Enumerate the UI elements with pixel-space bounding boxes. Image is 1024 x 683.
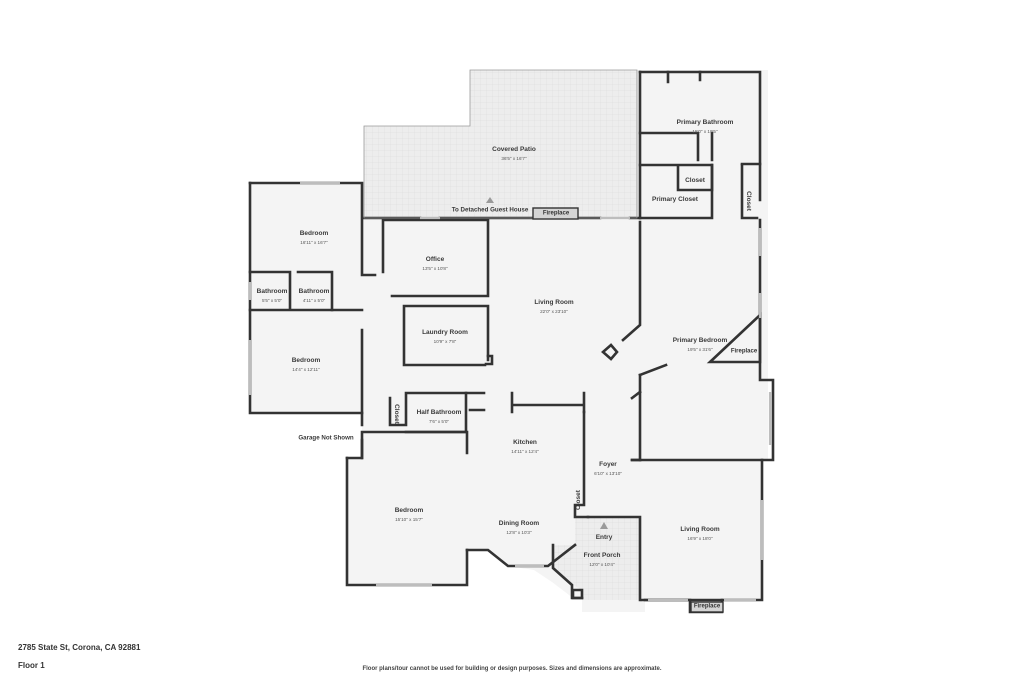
room-closet-side: Closet: [745, 191, 753, 211]
guest-house-note: To Detached Guest House: [451, 206, 529, 214]
room-entry: Entry: [595, 533, 613, 541]
fireplaces: [532, 207, 724, 613]
floor-fill: [250, 70, 768, 612]
patio-outline: [363, 69, 638, 219]
fireplace-patio-label: Fireplace: [542, 210, 570, 217]
address-text: 2785 State St, Corona, CA 92881: [18, 643, 141, 652]
arrow-markers: [486, 197, 608, 529]
room-closet-hall: Closet: [393, 404, 401, 424]
garage-note: Garage Not Shown: [298, 434, 354, 442]
room-primary-closet: Primary Closet: [652, 195, 698, 203]
patio-fill: [364, 70, 637, 218]
walls: [248, 70, 775, 614]
windows: [248, 181, 772, 602]
room-closet-foyer: Closet: [574, 490, 582, 510]
disclaimer-text: Floor plans/tour cannot be used for buil…: [362, 666, 662, 672]
fireplace-living-label: Fireplace: [693, 603, 721, 610]
floor-label: Floor 1: [18, 661, 45, 670]
porch-fill: [553, 517, 640, 600]
room-closet-bath: Closet: [685, 176, 705, 184]
fireplace-primary-label: Fireplace: [730, 348, 758, 355]
